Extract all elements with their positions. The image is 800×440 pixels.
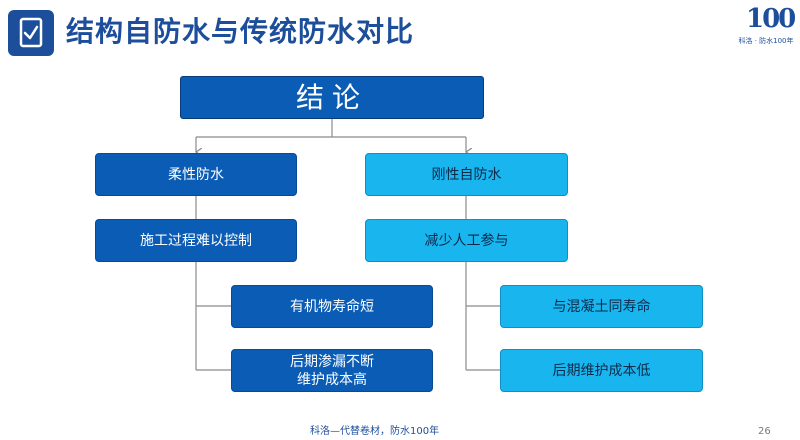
logo-subtitle: 科洛 · 防水100年 xyxy=(738,37,794,45)
brand-logo: 100 科洛 · 防水100年 xyxy=(736,4,796,48)
short-organic-lifespan-box: 有机物寿命短 xyxy=(231,285,433,328)
page-title: 结构自防水与传统防水对比 xyxy=(66,15,415,48)
checklist-icon xyxy=(8,10,54,56)
construction-hard-to-control-box: 施工过程难以控制 xyxy=(95,219,297,262)
same-lifespan-as-concrete-box: 与混凝土同寿命 xyxy=(500,285,703,328)
ongoing-leakage-box: 后期渗漏不断 维护成本高 xyxy=(231,349,433,392)
less-manual-labor-box: 减少人工参与 xyxy=(365,219,568,262)
page-number: 26 xyxy=(758,426,771,437)
logo-mark: 100 xyxy=(746,4,796,34)
footer-slogan: 科洛—代替卷材，防水100年 xyxy=(310,426,440,437)
rigid-self-waterproofing-box: 刚性自防水 xyxy=(365,153,568,196)
conclusion-box: 结论 xyxy=(180,76,484,119)
flexible-waterproofing-box: 柔性防水 xyxy=(95,153,297,196)
low-maintenance-cost-box: 后期维护成本低 xyxy=(500,349,703,392)
